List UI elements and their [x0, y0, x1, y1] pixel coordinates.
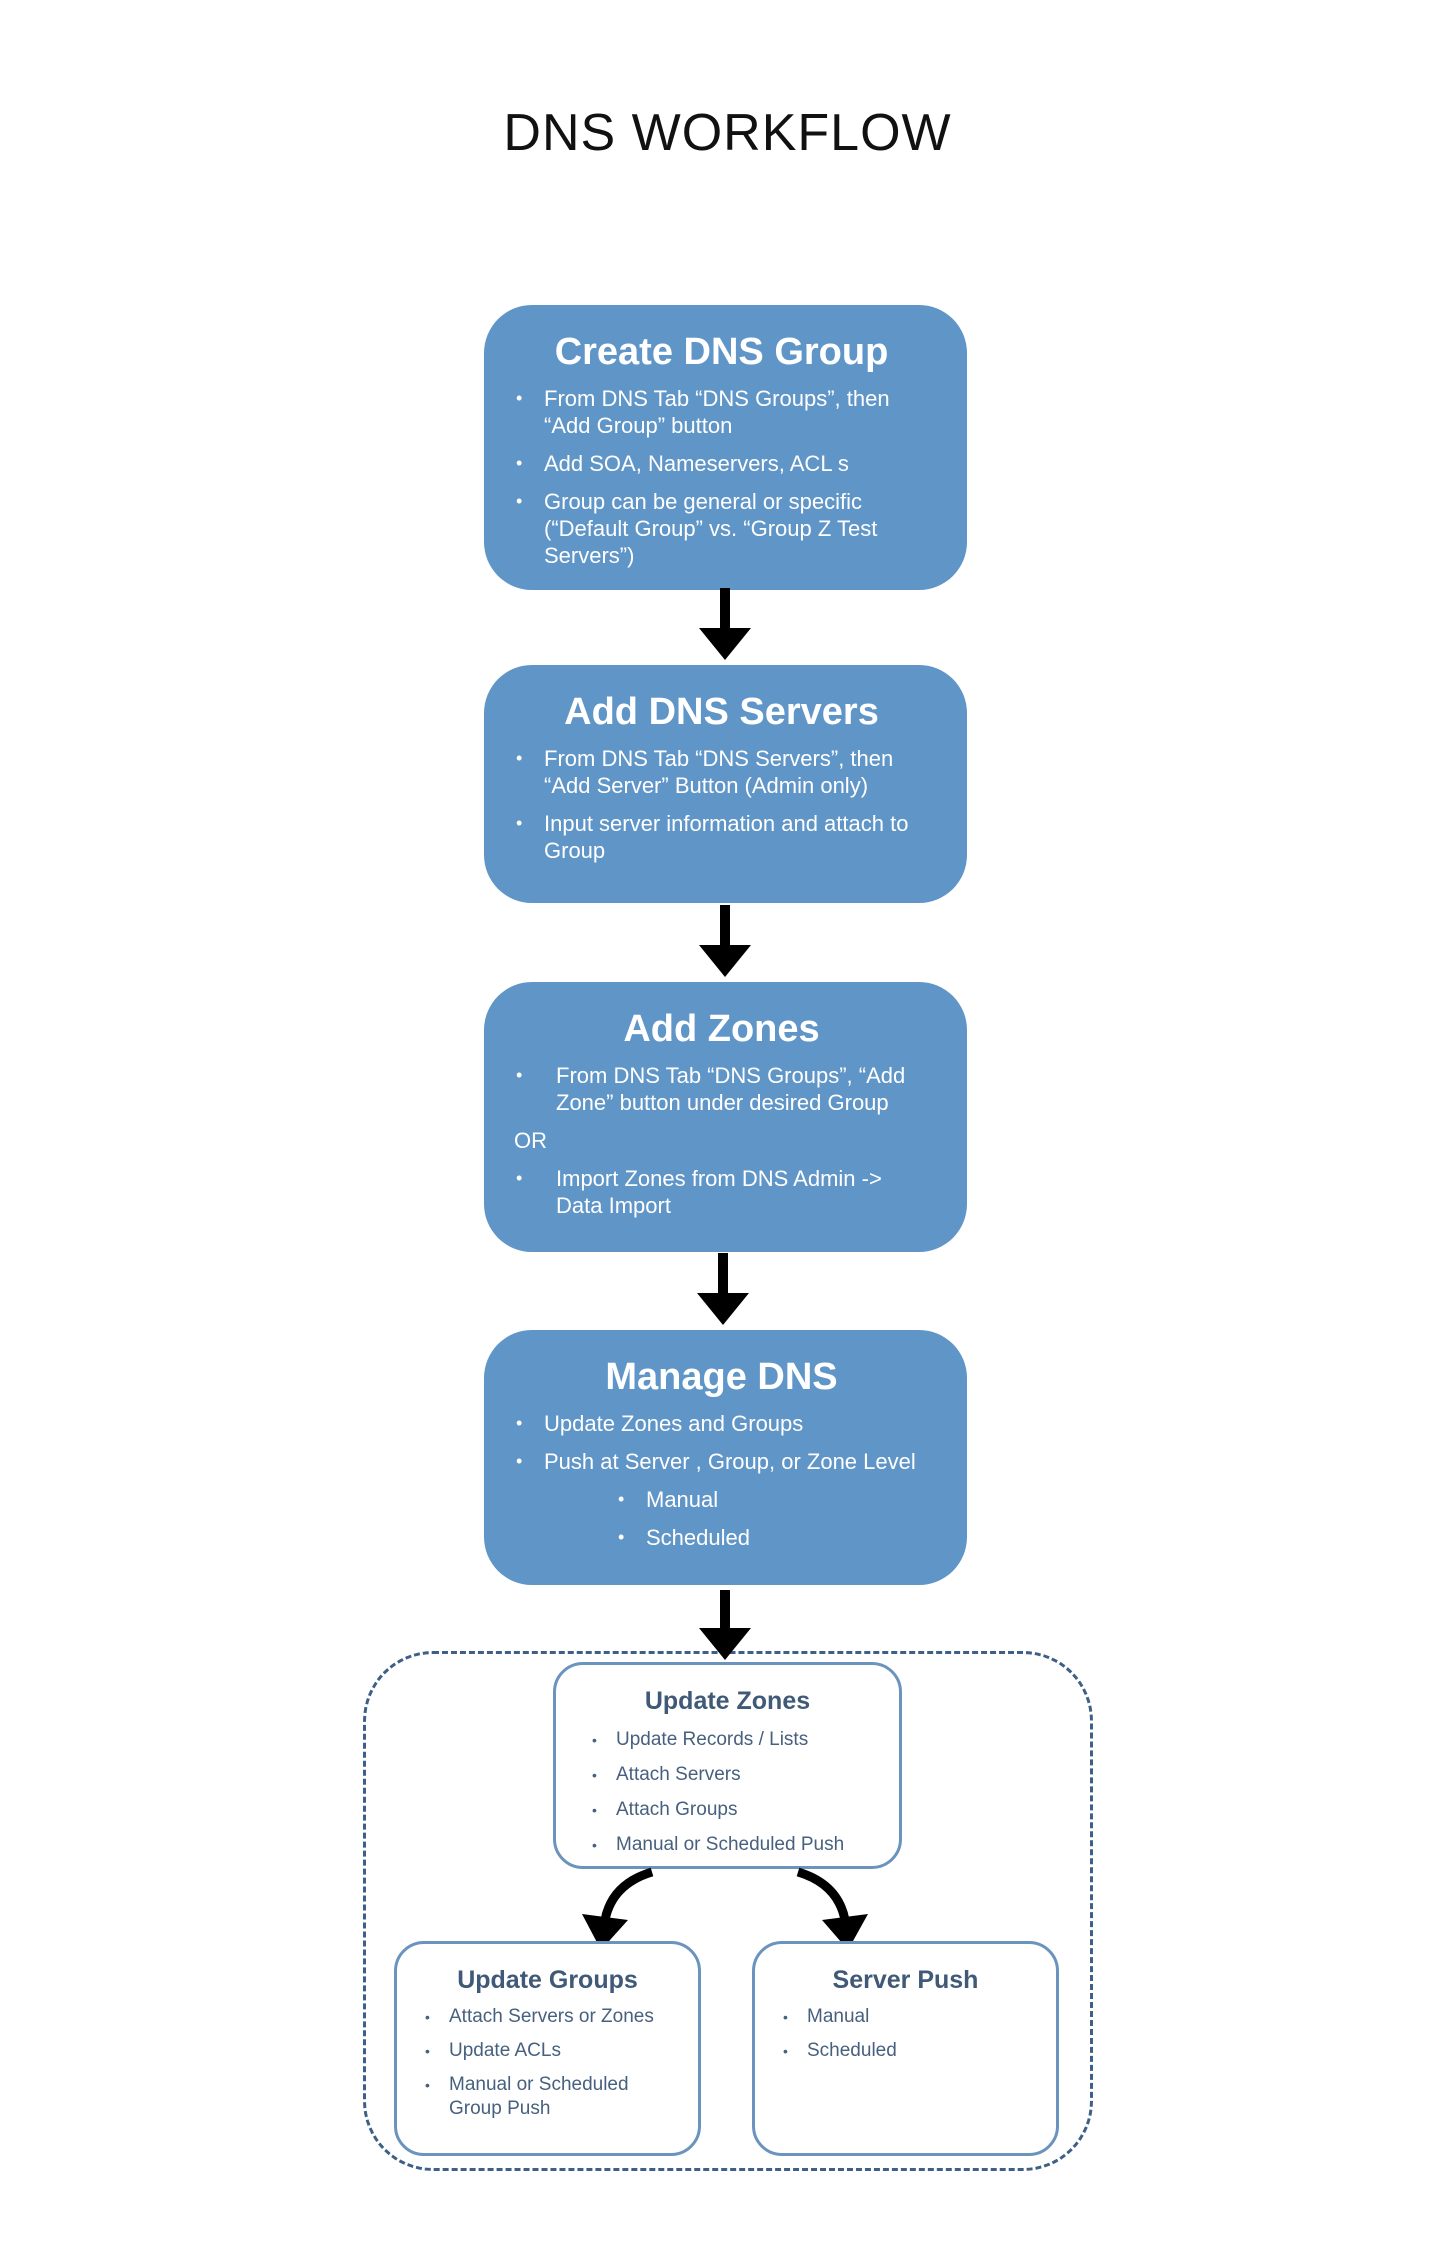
step-title: Add DNS Servers	[564, 691, 879, 733]
bullet: From DNS Tab “DNS Groups”, “Add Zone” bu…	[514, 1062, 929, 1116]
step-manage-dns: Manage DNS Update Zones and Groups Push …	[484, 1330, 967, 1585]
diagram-title: DNS WORKFLOW	[503, 104, 952, 162]
bullet: Attach Servers	[582, 1763, 899, 1787]
bullet: Manual or Scheduled Push	[582, 1833, 899, 1857]
curved-arrow-left-icon	[582, 1867, 654, 1950]
box-title: Server Push	[832, 1966, 979, 1994]
bullet: Attach Groups	[582, 1798, 899, 1822]
arrow-down-icon	[699, 588, 751, 660]
update-zones-box: Update Zones Update Records / Lists Atta…	[553, 1662, 902, 1869]
box-title: Update Groups	[457, 1966, 638, 1994]
arrow-down-icon	[697, 1253, 749, 1325]
bullet: Scheduled	[773, 2039, 1056, 2063]
update-groups-box: Update Groups Attach Servers or Zones Up…	[394, 1941, 701, 2156]
sub-bullet: Scheduled	[616, 1524, 929, 1551]
step-create-dns-group: Create DNS Group From DNS Tab “DNS Group…	[484, 305, 967, 590]
bullet: Import Zones from DNS Admin -> Data Impo…	[514, 1165, 929, 1219]
bullet: Manual or Scheduled Group Push	[415, 2073, 668, 2121]
bullet: From DNS Tab “DNS Servers”, then “Add Se…	[514, 745, 929, 799]
bullet: Group can be general or specific (“Defau…	[514, 488, 929, 569]
step-title: Manage DNS	[605, 1356, 838, 1398]
arrow-down-icon	[699, 905, 751, 977]
step-add-zones: Add Zones From DNS Tab “DNS Groups”, “Ad…	[484, 982, 967, 1252]
box-title: Update Zones	[644, 1687, 811, 1715]
step-title: Add Zones	[623, 1008, 820, 1050]
step-add-dns-servers: Add DNS Servers From DNS Tab “DNS Server…	[484, 665, 967, 903]
sub-bullet: Manual	[616, 1486, 929, 1513]
or-label: OR	[514, 1128, 547, 1153]
arrow-down-icon	[699, 1590, 751, 1660]
bullet: Push at Server , Group, or Zone Level	[514, 1448, 929, 1475]
curved-arrow-right-icon	[796, 1867, 868, 1950]
bullet: From DNS Tab “DNS Groups”, then “Add Gro…	[514, 385, 929, 439]
step-title: Create DNS Group	[554, 331, 889, 373]
bullet: Update ACLs	[415, 2039, 668, 2063]
bullet: Input server information and attach to G…	[514, 810, 929, 864]
bullet: Attach Servers or Zones	[415, 2005, 668, 2029]
bullet: Add SOA, Nameservers, ACL s	[514, 450, 929, 477]
server-push-box: Server Push Manual Scheduled	[752, 1941, 1059, 2156]
bullet: Update Records / Lists	[582, 1728, 899, 1752]
bullet: Manual	[773, 2005, 1056, 2029]
bullet: Update Zones and Groups	[514, 1410, 929, 1437]
